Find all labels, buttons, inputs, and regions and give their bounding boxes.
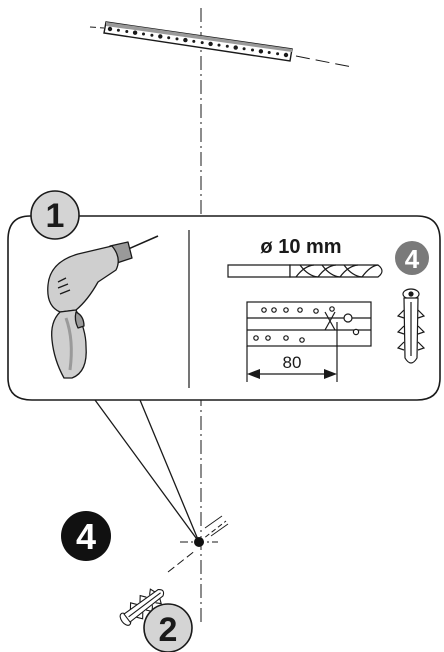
callout-lines bbox=[94, 399, 200, 543]
bracket-hole bbox=[192, 39, 196, 43]
bracket-hole bbox=[225, 44, 229, 48]
part-4-inset-number: 4 bbox=[405, 244, 420, 274]
step-2-badge: 2 bbox=[143, 603, 193, 652]
bracket-hole bbox=[150, 33, 154, 37]
wall-plug-icon bbox=[396, 288, 426, 364]
step-1-badge: 1 bbox=[30, 190, 80, 240]
part-4-inset-badge: 4 bbox=[395, 241, 429, 275]
drill-diameter-label: ø 10 mm bbox=[260, 236, 341, 258]
bracket-hole bbox=[183, 37, 188, 43]
bracket-hole bbox=[276, 52, 280, 56]
spacing-dimension-label: 80 bbox=[283, 353, 302, 372]
bracket-hole bbox=[200, 41, 204, 45]
bracket-hole bbox=[251, 48, 254, 52]
part-4-main-number: 4 bbox=[76, 516, 96, 557]
step-1-number: 1 bbox=[46, 197, 65, 235]
spacing-dimension bbox=[246, 322, 338, 382]
bracket-hole bbox=[283, 52, 289, 58]
bracket-hole-template bbox=[246, 301, 372, 347]
plug-insertion-line bbox=[167, 549, 197, 573]
bracket-hole bbox=[125, 30, 129, 33]
wall-bracket-icon bbox=[89, 21, 353, 68]
drill-bit-icon bbox=[227, 264, 383, 278]
bracket-hole bbox=[142, 32, 145, 36]
bracket-hole bbox=[242, 47, 246, 51]
step-2-number: 2 bbox=[159, 611, 178, 649]
bracket-hole bbox=[233, 45, 238, 50]
bracket-hole bbox=[132, 30, 138, 35]
bracket-hole bbox=[167, 36, 171, 40]
bracket-hole bbox=[208, 41, 213, 47]
bracket-hole bbox=[175, 37, 179, 41]
bracket-hole bbox=[116, 28, 120, 32]
drill-point-marker bbox=[180, 515, 229, 547]
power-drill-icon bbox=[47, 235, 159, 379]
bracket-hole bbox=[158, 34, 163, 39]
bracket-hole bbox=[258, 49, 264, 54]
bracket-hole bbox=[217, 43, 221, 47]
bracket-hole bbox=[107, 26, 113, 32]
part-4-main-badge: 4 bbox=[61, 511, 111, 561]
bracket-hole bbox=[267, 51, 271, 54]
